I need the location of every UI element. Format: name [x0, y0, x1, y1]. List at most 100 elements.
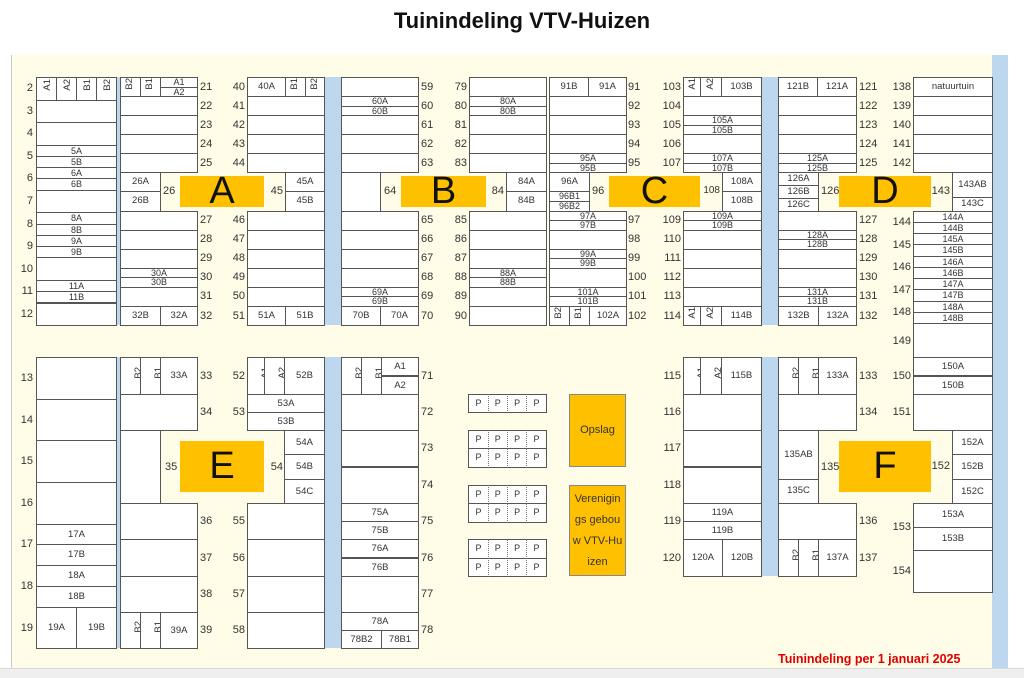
parking-space: P — [507, 448, 528, 468]
plot-r2_b1: B1 — [76, 77, 97, 101]
plot-label: 39A — [170, 625, 188, 637]
plot-78b1: 78B1 — [381, 630, 419, 650]
plot-r102_b1: B1 — [569, 305, 590, 327]
path-strip — [762, 357, 778, 576]
plot-label: 152B — [961, 461, 984, 473]
plot-label: 107B — [711, 162, 734, 173]
plot-152c: 152C — [952, 478, 993, 505]
parking-space: P — [526, 557, 547, 577]
plot — [36, 122, 117, 146]
plot — [341, 210, 419, 231]
row-number-149: 149 — [892, 335, 911, 347]
plot — [683, 286, 762, 307]
row-number-52: 52 — [232, 369, 245, 382]
plot-label: B1 — [374, 366, 382, 379]
zone-b: B — [401, 172, 486, 210]
plot — [341, 248, 419, 269]
plot-label: 109B — [711, 220, 734, 231]
parking-space: P — [468, 448, 489, 468]
plot — [549, 115, 627, 136]
plot-r21_b2: B2 — [120, 77, 141, 98]
plot — [778, 248, 857, 269]
row-number-148: 148 — [892, 306, 911, 318]
plot-label: A2 — [704, 306, 716, 319]
row-number-116: 116 — [663, 405, 681, 418]
plot-label: 125B — [806, 162, 829, 173]
row-number-55: 55 — [232, 515, 245, 528]
row-number-46: 46 — [232, 214, 245, 227]
plot-label: 128A — [806, 229, 829, 240]
plot-135c: 135C — [778, 479, 819, 504]
plot-label: 40A — [258, 81, 275, 92]
plot-45b: 45B — [285, 191, 325, 212]
plot-label: 144A — [942, 211, 964, 222]
plot — [120, 115, 198, 136]
plot-39a: 39A — [160, 612, 198, 650]
plot-label: 135AB — [784, 449, 813, 461]
horizontal-scrollbar[interactable] — [0, 668, 1024, 678]
row-number-80: 80 — [454, 99, 467, 112]
plot-label: 132A — [826, 309, 849, 321]
plot-label: 97A — [579, 210, 596, 221]
plot-135ab: 135AB — [778, 430, 819, 481]
row-number-96: 96 — [592, 185, 605, 198]
zone-c: C — [609, 172, 700, 210]
plot-121b: 121B — [778, 77, 818, 98]
plot-label: 143AB — [958, 179, 987, 191]
plot-108b: 108B — [722, 191, 762, 212]
plot-label: 148B — [942, 312, 964, 323]
row-number-151: 151 — [892, 406, 911, 418]
plot-label: 96B2 — [558, 201, 581, 212]
plot-r2_a1: A1 — [36, 77, 57, 101]
plot-label: 121B — [786, 81, 810, 92]
row-number-98: 98 — [628, 233, 641, 246]
plot-119b: 119B — [683, 521, 762, 541]
parking-space: P — [487, 430, 508, 450]
plot-label: 119B — [711, 525, 734, 537]
parking-space: P — [526, 448, 547, 468]
row-number-15: 15 — [20, 455, 33, 468]
row-number-31: 31 — [200, 290, 213, 303]
plot — [120, 248, 198, 269]
plot-label: B2 — [133, 366, 141, 379]
plot-54b: 54B — [284, 454, 325, 480]
zone-f: F — [839, 441, 931, 492]
row-number-68: 68 — [421, 271, 434, 284]
row-number-45: 45 — [270, 185, 283, 198]
plot-132b: 132B — [778, 305, 819, 327]
row-number-124: 124 — [859, 137, 878, 150]
row-number-47: 47 — [232, 233, 245, 246]
plot — [469, 134, 547, 155]
row-number-93: 93 — [628, 118, 641, 131]
plot — [247, 267, 325, 288]
row-number-153: 153 — [892, 521, 911, 533]
plot — [341, 115, 419, 136]
plot-label: B1 — [289, 78, 301, 90]
plot-label: 17B — [68, 549, 85, 561]
plot-label: 109A — [711, 210, 734, 221]
row-number-69: 69 — [421, 290, 434, 303]
plot-label: 51B — [296, 309, 314, 321]
plot-114b: 114B — [721, 305, 762, 327]
plot-label: 84A — [518, 176, 535, 188]
plot-label: 30B — [150, 277, 167, 288]
plot — [36, 189, 117, 214]
plot — [778, 134, 857, 155]
row-number-28: 28 — [200, 233, 213, 246]
plot-70a: 70A — [380, 305, 419, 327]
plot — [778, 502, 857, 541]
plot-label: 26A — [132, 176, 149, 188]
plot — [247, 134, 325, 155]
row-number-6: 6 — [26, 172, 33, 185]
row-number-53: 53 — [232, 405, 245, 418]
plot — [341, 267, 419, 288]
plot-75b: 75B — [341, 521, 419, 541]
plot — [469, 305, 547, 327]
plot-label: 96A — [561, 176, 578, 188]
plot — [36, 357, 117, 400]
plot-137a: 137A — [818, 539, 857, 577]
plot-152b: 152B — [952, 454, 993, 480]
plot-label: 32B — [132, 309, 149, 321]
row-number-142: 142 — [892, 156, 911, 169]
plot-91b: 91B — [549, 77, 589, 98]
